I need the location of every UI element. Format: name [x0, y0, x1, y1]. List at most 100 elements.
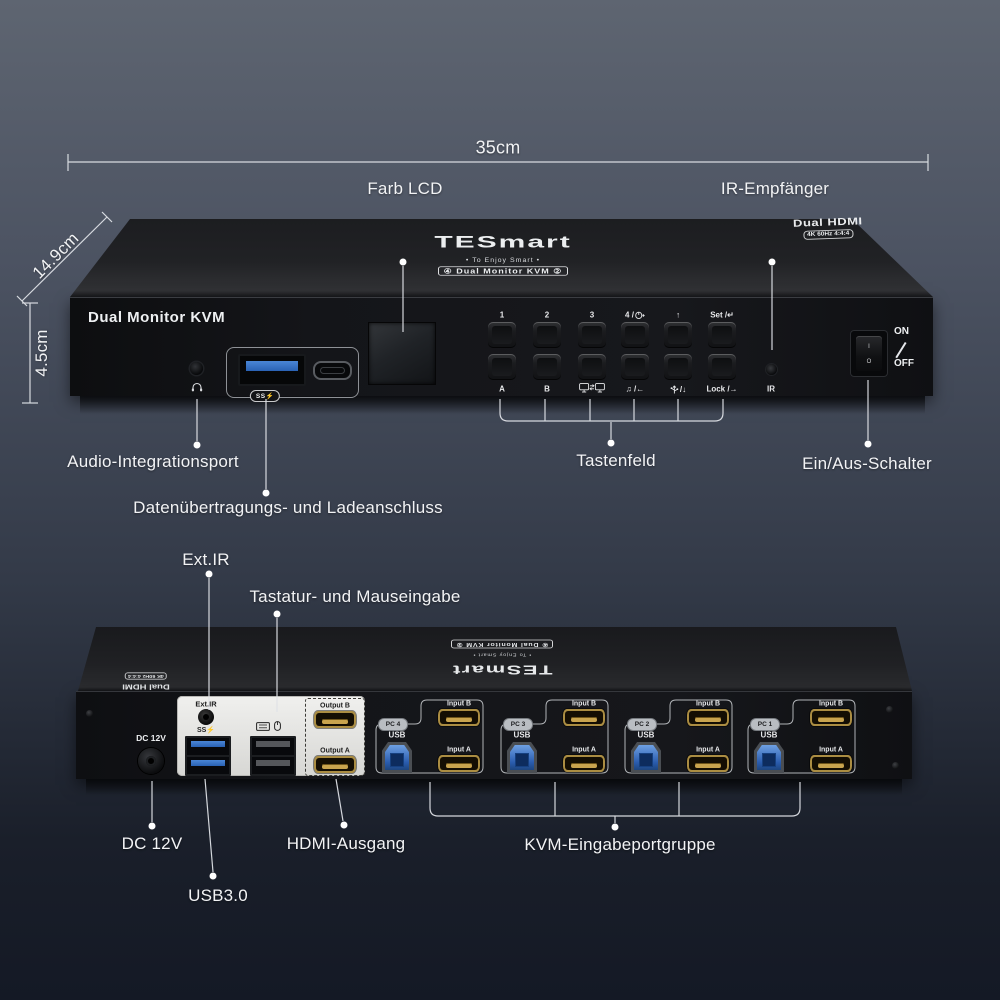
keypad-button-2	[533, 322, 561, 348]
usb-b-label: USB	[760, 730, 778, 740]
usb-c-port	[313, 361, 352, 380]
keypad-label-1: 1	[499, 310, 505, 320]
usb-b-port	[507, 742, 537, 773]
keypad-label-mute: ♫ /←	[625, 384, 645, 394]
usb-a-3-port	[238, 354, 306, 386]
dimension-depth-label: 14.9cm	[28, 228, 83, 283]
keypad-button-b	[533, 354, 561, 380]
brand-logo-rear: TESmart	[451, 662, 553, 678]
front-device-shadow	[80, 396, 925, 414]
hdmi-output-group-outline: Output B Output A	[305, 698, 365, 776]
screw	[892, 762, 899, 769]
dc-power-jack	[138, 748, 164, 774]
output-b-label: Output B	[320, 702, 350, 710]
usb-b-port	[754, 742, 784, 773]
pc-badge: PC 2	[628, 719, 656, 730]
hdmi-output-a-port	[314, 756, 356, 773]
rear-usb2-port-1	[250, 736, 296, 757]
hdmi-input-a-port	[438, 755, 480, 772]
dual-hdmi-text: Dual HDMI	[792, 214, 863, 230]
screw	[886, 706, 893, 713]
brand-block-front: TESmart • To Enjoy Smart • ④ Dual Monito…	[373, 233, 633, 277]
hdmi-input-b-port	[687, 709, 729, 726]
callout-power: Ein/Aus-Schalter	[802, 454, 932, 473]
callout-kvm-group: KVM-Eingabeportgruppe	[524, 835, 716, 854]
pc-group-1: PC 1 USB Input B Input A	[746, 697, 858, 775]
front-device-top-surface	[70, 219, 933, 297]
hdmi-input-b-port	[438, 709, 480, 726]
keypad-button-a	[488, 354, 516, 380]
audio-jack	[190, 362, 203, 375]
brand-logo: TESmart	[434, 233, 572, 252]
keypad-button-3	[578, 322, 606, 348]
brand-block-rear: TESmart • To Enjoy Smart • ④ Dual Monito…	[392, 639, 612, 678]
keypad-label-monitor-swap	[579, 383, 605, 395]
usb-b-label: USB	[388, 730, 406, 740]
rear-usb3-port-1	[185, 736, 231, 757]
callout-kbm: Tastatur- und Mauseingabe	[249, 587, 461, 606]
hdmi-input-a-port	[563, 755, 605, 772]
keypad-label-2: 2	[544, 310, 550, 320]
hdmi-input-b-port	[563, 709, 605, 726]
dual-hdmi-badge-front: Dual HDMI 4K 60Hz 4:4:4	[793, 215, 863, 240]
screw	[86, 710, 93, 717]
usb-trident-icon	[670, 385, 679, 394]
input-a-label: Input A	[819, 746, 843, 754]
power-off-label: OFF	[894, 358, 914, 369]
usb-ss-badge: SS⚡	[249, 390, 281, 402]
callout-ir-empfaenger: IR-Empfänger	[720, 179, 830, 198]
pc-badge: PC 3	[504, 719, 532, 730]
callout-daten: Datenübertragungs- und Ladeanschluss	[133, 498, 443, 517]
brand-tagline-rear: • To Enjoy Smart •	[472, 651, 532, 658]
lcd-screen	[368, 322, 436, 385]
dc-port-label: DC 12V	[136, 733, 166, 743]
usb-b-port	[382, 742, 412, 773]
input-b-label: Input B	[571, 700, 597, 708]
callout-farb-lcd: Farb LCD	[367, 179, 443, 198]
keypad-button-up	[664, 322, 692, 348]
front-usb-group-outline	[226, 347, 359, 398]
power-on-label: ON	[894, 326, 909, 337]
brand-tagline: • To Enjoy Smart •	[465, 257, 541, 264]
keypad-label-up: ↑	[676, 310, 680, 320]
keypad-button-set	[708, 322, 736, 348]
brand-banner: ④ Dual Monitor KVM ②	[373, 265, 633, 277]
rear-white-panel: Ext.IR SS⚡ Output B Output A	[177, 696, 365, 776]
ss-usb3-label: SS⚡	[196, 727, 216, 734]
usb-b-label: USB	[637, 730, 655, 740]
callout-audio: Audio-Integrationsport	[67, 452, 239, 471]
ext-ir-port-label: Ext.IR	[195, 699, 217, 709]
rear-device-shadow	[86, 779, 902, 795]
front-panel-title: Dual Monitor KVM	[88, 309, 226, 326]
brand-banner-rear: ④ Dual Monitor KVM ②	[392, 639, 612, 652]
keypad-button-mute	[621, 354, 649, 380]
input-a-label: Input A	[447, 746, 471, 754]
callout-usb3: USB3.0	[188, 886, 248, 905]
pc-group-outline	[747, 699, 856, 774]
keypad-label-3: 3	[589, 310, 595, 320]
input-b-label: Input B	[695, 700, 721, 708]
keypad-label-set: Set /↵	[710, 310, 734, 320]
output-a-label: Output A	[320, 747, 350, 755]
rear-device-top-surface	[78, 627, 912, 691]
hdmi-output-b-port	[314, 711, 356, 728]
dual-hdmi-badge-rear: Dual HDMI 4K 60Hz 4:4:4	[122, 672, 170, 692]
rocker-mark-off: O	[866, 359, 872, 365]
pc-group-4: PC 4 USB Input B Input A	[374, 697, 486, 775]
keypad-button-1	[488, 322, 516, 348]
rear-usb3-port-2	[185, 755, 231, 776]
input-b-label: Input B	[446, 700, 472, 708]
input-a-label: Input A	[572, 746, 596, 754]
ir-label: IR	[767, 384, 775, 394]
pc-group-outline	[375, 699, 484, 774]
rear-usb2-port-2	[250, 755, 296, 776]
keypad-label-usb: /↓	[670, 384, 686, 394]
keypad-label-lock: Lock /→	[706, 384, 738, 394]
input-a-label: Input A	[696, 746, 720, 754]
pc-badge: PC 4	[379, 719, 407, 730]
keypad-button-4	[621, 322, 649, 348]
callout-tastenfeld: Tastenfeld	[576, 451, 656, 470]
pc-group-2: PC 2 USB Input B Input A	[623, 697, 735, 775]
dimension-width-label: 35cm	[475, 137, 521, 158]
